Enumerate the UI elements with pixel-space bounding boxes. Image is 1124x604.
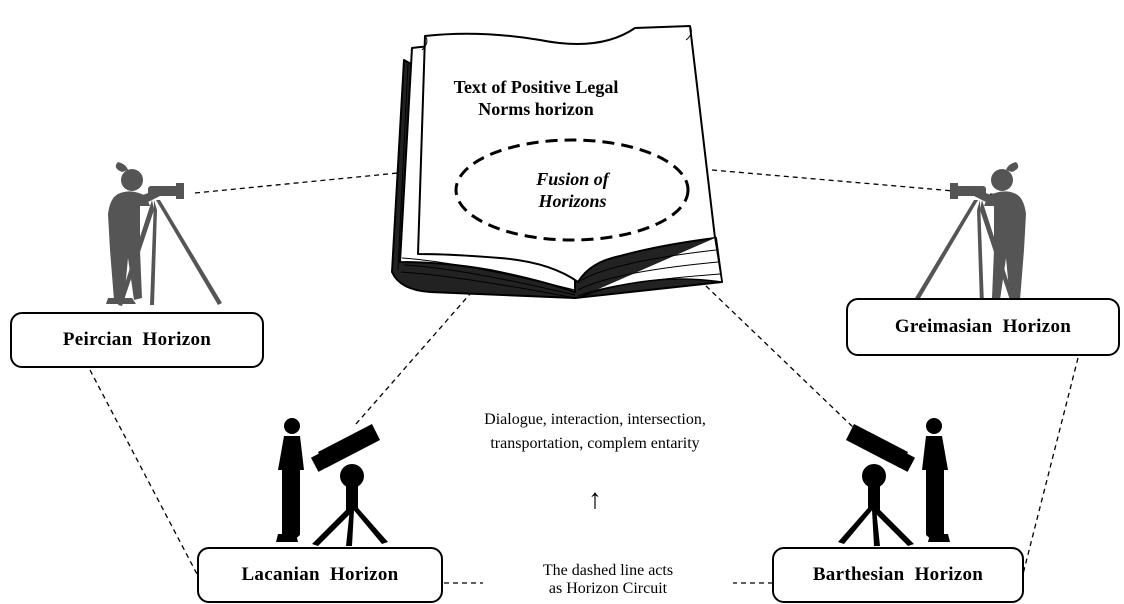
book-icon [391, 25, 723, 299]
book-title-line1: Text of Positive Legal [453, 77, 619, 97]
book-title-line2: Norms horizon [478, 99, 594, 119]
circuit-note-line2: as Horizon Circuit [548, 580, 668, 597]
connector-book-barthesian [705, 285, 857, 431]
fusion-label-line1: Fusion of [536, 169, 609, 189]
connector-peircian-book [194, 171, 409, 194]
astronomer-icon [276, 418, 388, 546]
fusion-label-line2: Horizons [538, 191, 607, 211]
lacanian-horizon-box: Lacanian Horizon [197, 547, 443, 603]
circuit-note-line1: The dashed line acts [542, 562, 674, 579]
peircian-horizon-box: Peircian Horizon [10, 312, 264, 368]
peircian-horizon-label: Peircian Horizon [62, 329, 212, 350]
connector-peircian-lacanian [89, 369, 199, 577]
astronomer-icon [838, 418, 950, 546]
greimasian-horizon-box: Greimasian Horizon [846, 298, 1120, 356]
greimasian-horizon-label: Greimasian Horizon [894, 316, 1072, 337]
connector-book-greimasian [711, 169, 1001, 196]
book-title: Text of Positive Legal Norms horizon [436, 76, 636, 120]
fusion-ellipse [454, 138, 690, 242]
barthesian-horizon-box: Barthesian Horizon [772, 547, 1024, 603]
center-description-line2: transportation, complem entarity [490, 435, 700, 452]
surveyor-icon [106, 162, 222, 306]
center-description: Dialogue, interaction, intersection, tra… [430, 408, 760, 456]
barthesian-horizon-label: Barthesian Horizon [812, 564, 984, 585]
lacanian-horizon-label: Lacanian Horizon [241, 564, 399, 585]
center-description-line1: Dialogue, interaction, intersection, [484, 411, 706, 428]
surveyor-icon [912, 162, 1028, 306]
connector-greimasian-barthesian [1021, 357, 1079, 579]
fusion-label: Fusion of Horizons [470, 168, 675, 212]
circuit-note: The dashed line acts as Horizon Circuit [483, 562, 733, 598]
up-arrow-icon: ↑ [588, 484, 602, 515]
